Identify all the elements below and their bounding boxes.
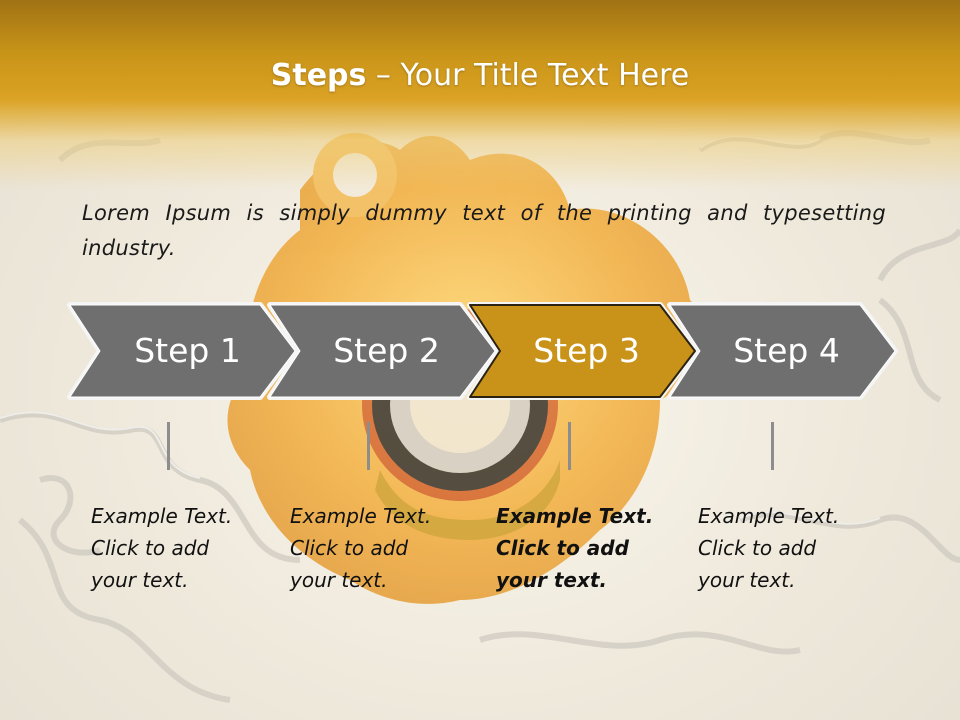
step-2-label[interactable]: Step 2 bbox=[333, 331, 440, 370]
step-4-label[interactable]: Step 4 bbox=[733, 331, 840, 370]
step-3-connector bbox=[568, 422, 571, 470]
step-4-text[interactable]: Example Text. Click to add your text. bbox=[698, 500, 868, 596]
step-2-connector bbox=[367, 422, 370, 470]
step-2-text-line: Example Text. bbox=[290, 504, 432, 528]
step-3-text-line: Click to add bbox=[496, 536, 629, 560]
step-2-text-line: Click to add bbox=[290, 536, 409, 560]
title-rest: – Your Title Text Here bbox=[366, 58, 690, 93]
step-1-label[interactable]: Step 1 bbox=[134, 331, 241, 370]
step-2-text-line: your text. bbox=[290, 568, 388, 592]
step-4-text-line: your text. bbox=[698, 568, 796, 592]
step-1-chevron[interactable] bbox=[69, 304, 296, 398]
step-2-chevron[interactable] bbox=[269, 304, 496, 398]
step-1-text[interactable]: Example Text. Click to add your text. bbox=[91, 500, 261, 596]
step-2-text[interactable]: Example Text. Click to add your text. bbox=[290, 500, 460, 596]
step-4-chevron[interactable] bbox=[669, 304, 896, 398]
step-1-connector bbox=[167, 422, 170, 470]
step-3-text-line: Example Text. bbox=[496, 504, 654, 528]
step-3-label[interactable]: Step 3 bbox=[533, 331, 640, 370]
step-1-text-line: your text. bbox=[91, 568, 189, 592]
step-4-text-line: Click to add bbox=[698, 536, 817, 560]
step-1-text-line: Example Text. bbox=[91, 504, 233, 528]
step-4-text-line: Example Text. bbox=[698, 504, 840, 528]
title-bold: Steps bbox=[270, 58, 367, 93]
intro-text[interactable]: Lorem Ipsum is simply dummy text of the … bbox=[82, 201, 886, 260]
slide-title[interactable]: Steps – Your Title Text Here bbox=[0, 56, 960, 96]
step-3-text[interactable]: Example Text. Click to add your text. bbox=[496, 500, 666, 596]
header-band bbox=[0, 0, 960, 190]
step-3-chevron[interactable] bbox=[469, 304, 696, 398]
step-4-connector bbox=[771, 422, 774, 470]
step-3-text-line: your text. bbox=[496, 568, 608, 592]
step-1-text-line: Click to add bbox=[91, 536, 210, 560]
